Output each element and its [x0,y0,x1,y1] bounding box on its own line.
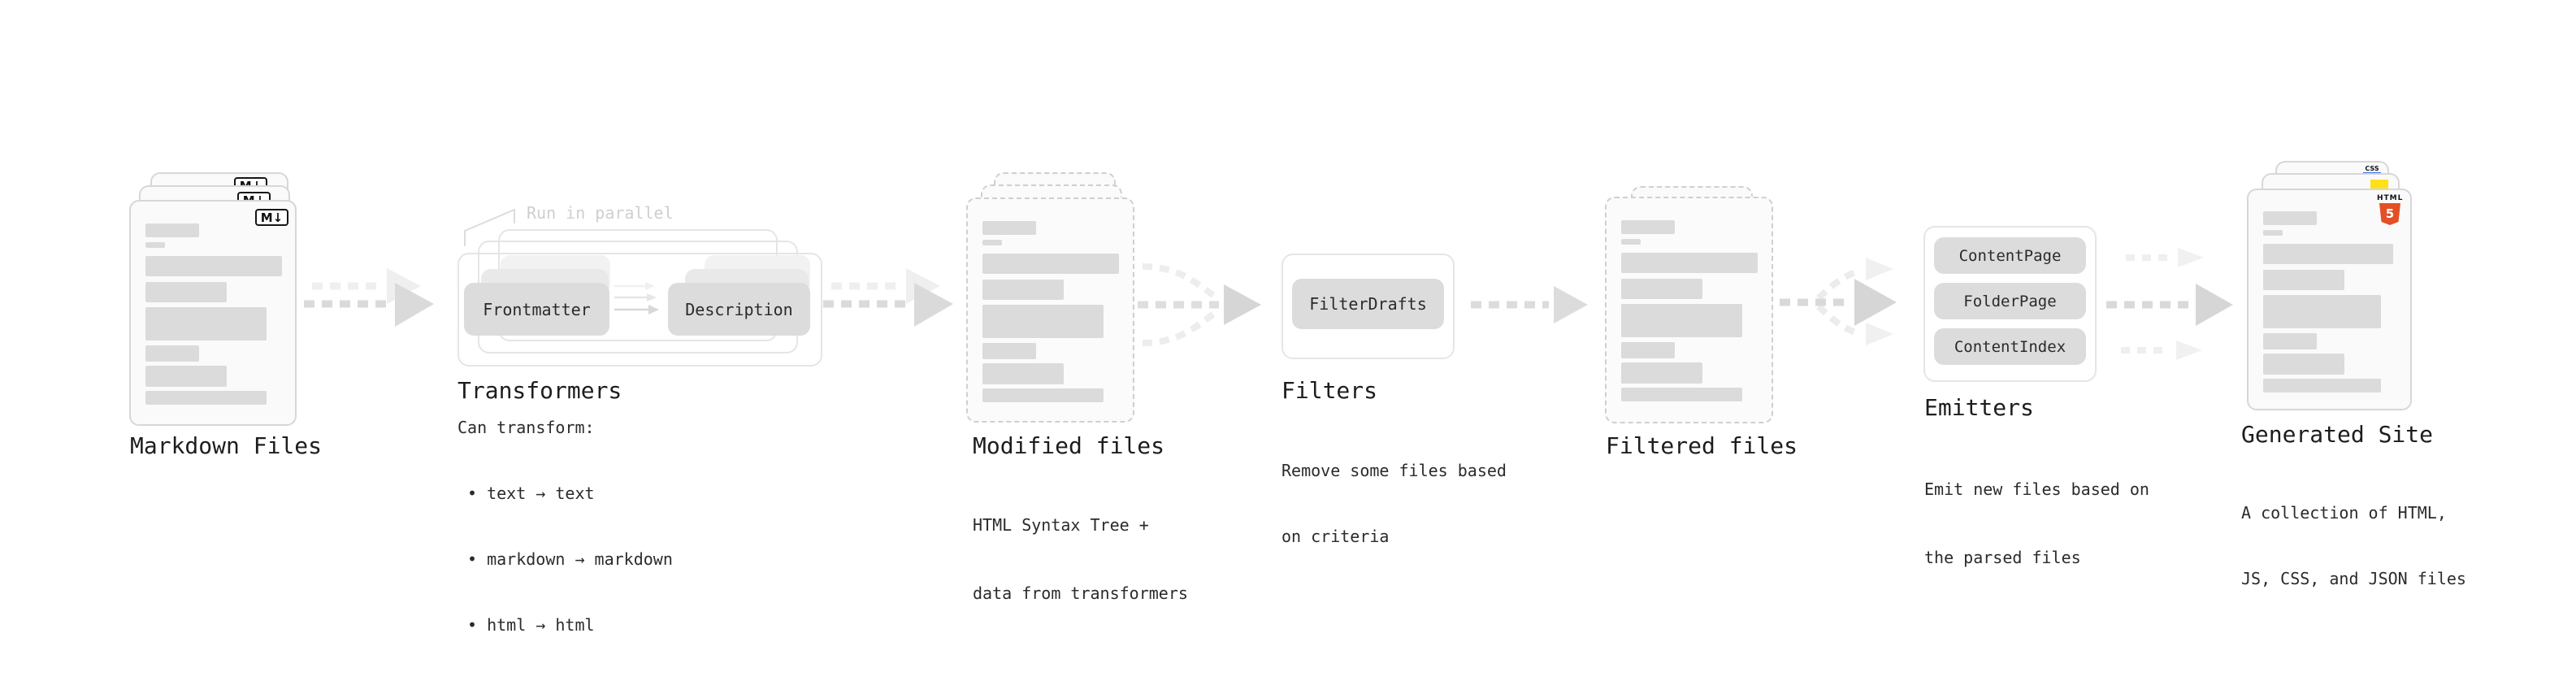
skeleton-line [2263,270,2344,290]
skeleton-line [2263,354,2344,375]
folderpage-pill: FolderPage [1934,283,2086,319]
skeleton-line [2263,379,2381,393]
desc-line: data from transformers [973,583,1188,603]
arrow-filtered-to-emitters-diverge [1780,258,1897,345]
contentpage-pill: ContentPage [1934,237,2086,274]
emitters-desc: Emit new files based on the parsed files [1924,432,2149,614]
skeleton-line [1621,362,1702,384]
arrow-markdown-to-transformers [304,268,434,327]
skeleton-line [145,307,267,340]
skeleton-line [982,388,1104,402]
run-in-parallel-callout-line [464,208,515,246]
skeleton-line [1621,279,1702,299]
html5-icon-five: 5 [2386,206,2394,221]
skeleton-line [145,242,165,248]
desc-line: on criteria [1281,527,1390,546]
skeleton-line [145,391,267,405]
bullet-item: text → text [467,483,673,505]
desc-line: HTML Syntax Tree + [973,515,1149,535]
skeleton-line [1621,253,1758,273]
stage-title-filters: Filters [1281,377,1378,404]
filtered-file-card [1605,197,1773,423]
skeleton-line [982,240,1002,245]
transformer-frame [458,253,822,367]
contentindex-pill: ContentIndex [1934,328,2086,365]
skeleton-line [1621,220,1675,234]
bullet-item: markdown → markdown [467,549,673,570]
desc-line: the parsed files [1924,548,2081,567]
generated-file-card-html: HTML 5 [2247,189,2412,410]
skeleton-line [982,221,1036,235]
stage-title-modified-files: Modified files [973,432,1165,459]
desc-line: JS, CSS, and JSON files [2241,569,2466,588]
skeleton-line [1621,239,1641,245]
desc-line: Remove some files based [1281,461,1507,480]
stage-title-filtered-files: Filtered files [1606,432,1798,459]
filters-desc: Remove some files based on criteria [1281,416,1507,592]
skeleton-line [145,282,227,302]
frontmatter-pill: Frontmatter [464,283,609,336]
skeleton-line [145,345,199,362]
skeleton-line [145,223,199,237]
skeleton-line [2263,295,2381,328]
html5-icon-word: HTML [2377,194,2404,202]
markdown-file-card: M↓ [129,200,297,426]
stage-title-transformers: Transformers [458,377,622,404]
transformers-bullet-list: text → text markdown → markdown html → h… [467,439,673,680]
skeleton-line [1621,304,1742,337]
run-in-parallel-note: Run in parallel [527,203,674,223]
html5-icon: HTML 5 [2377,194,2403,230]
arrow-modified-to-filters-converge [1138,263,1261,346]
js-file-icon [2370,180,2388,189]
skeleton-line [982,305,1104,338]
generated-site-desc: A collection of HTML, JS, CSS, and JSON … [2241,458,2466,634]
filterdrafts-pill: FilterDrafts [1292,279,1444,329]
skeleton-line [982,280,1064,300]
bullet-item: html → html [467,614,673,636]
stage-title-markdown-files: Markdown Files [130,432,323,459]
stage-title-generated-site: Generated Site [2241,421,2434,448]
skeleton-line [982,363,1064,384]
modified-files-desc: HTML Syntax Tree + data from transformer… [973,468,1188,650]
skeleton-line [1621,342,1675,358]
transform-step-arrows [614,282,659,314]
skeleton-line [2263,230,2283,236]
skeleton-line [982,254,1119,274]
skeleton-line [2263,244,2393,264]
arrow-transformers-to-modified [823,268,953,327]
desc-line: A collection of HTML, [2241,503,2447,523]
markdown-icon: M↓ [255,209,288,226]
description-pill: Description [668,283,810,336]
arrow-emitters-to-generated-triple [2106,248,2233,360]
skeleton-line [145,256,282,276]
skeleton-line [982,343,1036,359]
skeleton-line [1621,388,1742,401]
skeleton-line [145,366,227,387]
modified-file-card [966,197,1134,423]
arrow-filters-to-filtered [1471,286,1588,323]
stage-title-emitters: Emitters [1924,394,2034,421]
transformers-desc-heading: Can transform: [458,418,595,437]
skeleton-line [2263,211,2317,225]
desc-line: Emit new files based on [1924,479,2149,499]
skeleton-line [2263,333,2317,349]
